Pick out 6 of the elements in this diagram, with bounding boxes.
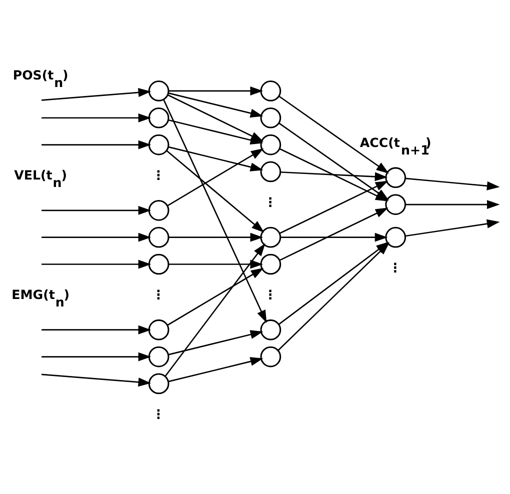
label: ⋮: [152, 168, 165, 183]
label: ⋮: [152, 287, 165, 302]
label: ⋮: [264, 194, 277, 210]
label: ⋮: [152, 406, 165, 422]
label: ⋮: [388, 260, 402, 276]
label: ⋮: [264, 287, 277, 302]
